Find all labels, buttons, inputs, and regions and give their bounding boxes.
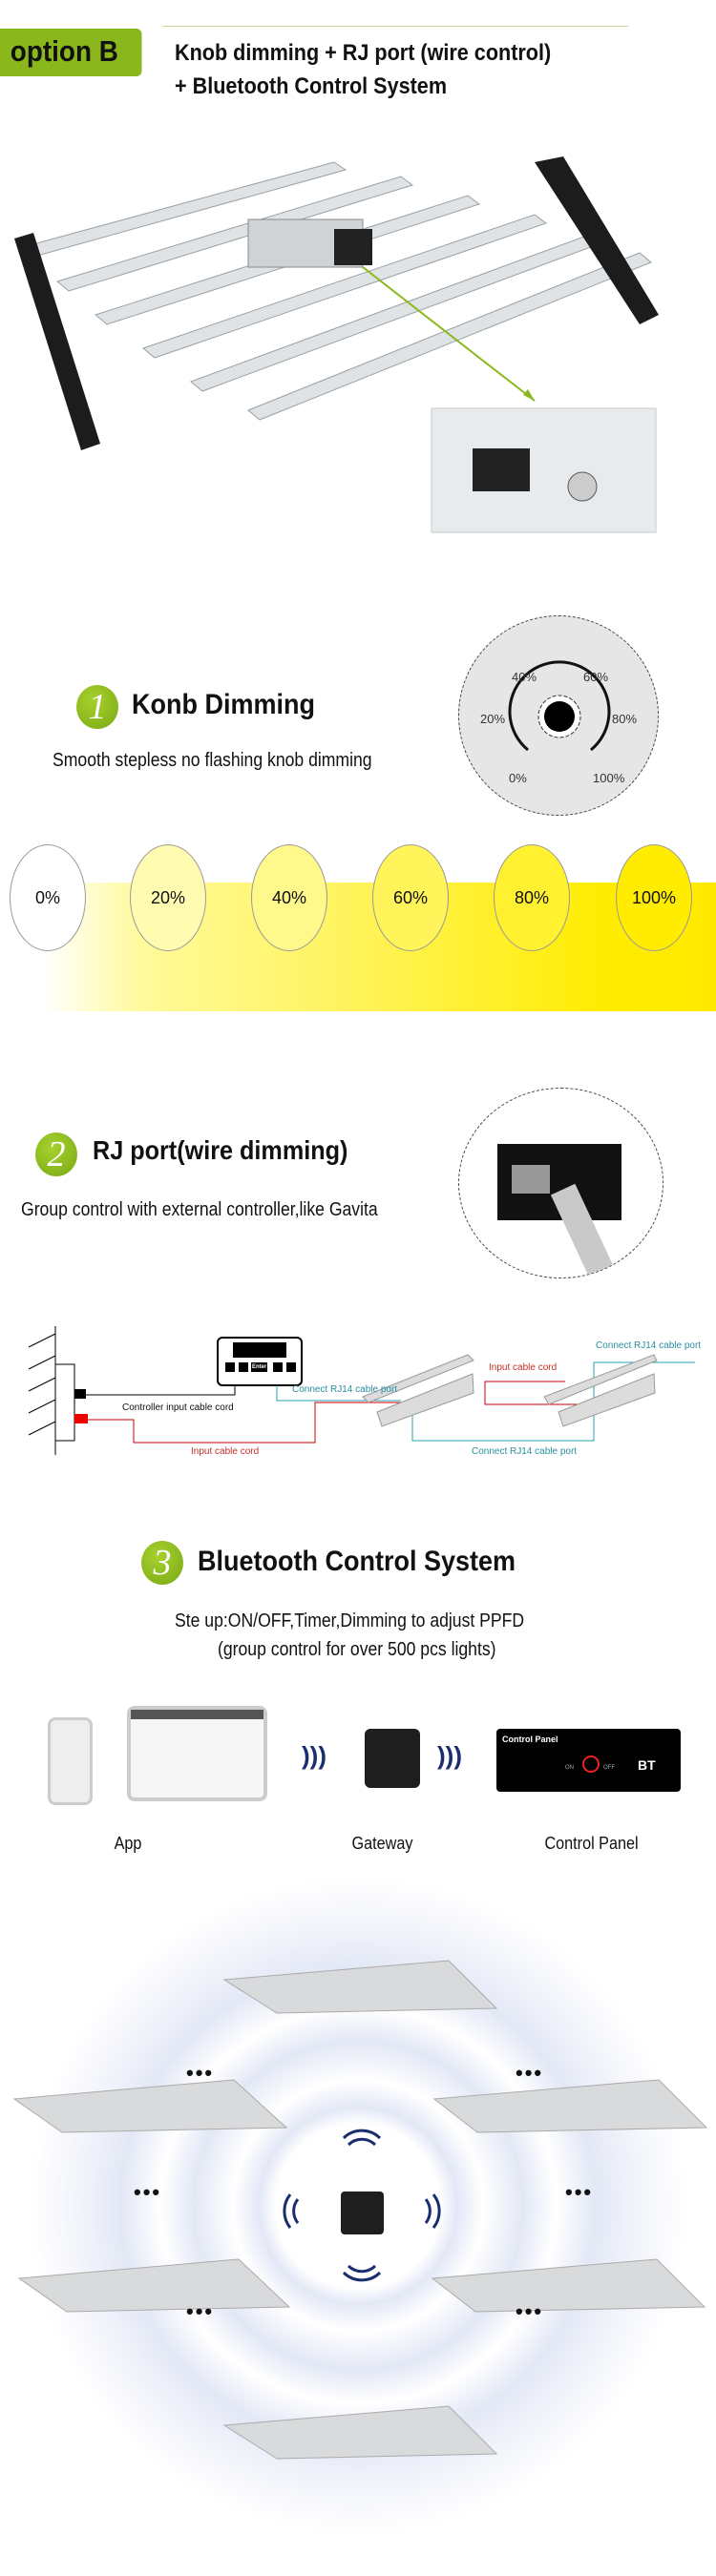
step-1-badge: 1 xyxy=(76,685,118,729)
section-1-title: Konb Dimming xyxy=(132,689,315,720)
brightness-gradient-band xyxy=(0,883,716,1011)
dial-label-80: 80% xyxy=(612,712,638,726)
level-circle-20: 20% xyxy=(130,844,206,951)
signal-icon-right: ))) xyxy=(437,1741,462,1770)
section-2-title: RJ port(wire dimming) xyxy=(93,1135,348,1165)
header-line-1: Knob dimming + RJ port (wire control) xyxy=(175,40,552,66)
header-divider xyxy=(162,26,628,27)
more-lights-dots: ••• xyxy=(516,2299,544,2323)
panel-bt-label: BT xyxy=(638,1757,656,1773)
more-lights-dots: ••• xyxy=(565,2180,594,2204)
step-2-badge: 2 xyxy=(35,1132,77,1176)
step-3-badge: 3 xyxy=(141,1541,183,1585)
panel-off-label: OFF xyxy=(603,1765,615,1771)
signal-icon-left: ))) xyxy=(302,1741,326,1770)
controller-light-key xyxy=(225,1362,235,1372)
phone-app-image xyxy=(48,1717,93,1805)
label-rj-port-2: Connect RJ14 cable port xyxy=(472,1446,578,1457)
level-circle-0: 0% xyxy=(10,844,86,951)
section-3-line-1: Ste up:ON/OFF,Timer,Dimming to adjust PP… xyxy=(175,1610,525,1631)
section-3-line-2: (group control for over 500 pcs lights) xyxy=(218,1639,496,1660)
device-label-control-panel: Control Panel xyxy=(544,1834,639,1853)
gateway-device-image xyxy=(365,1729,420,1788)
more-lights-dots: ••• xyxy=(186,2299,215,2323)
panel-power-icon xyxy=(582,1755,600,1773)
knob-dial-illustration: 0% 20% 40% 60% 80% 100% xyxy=(458,615,659,816)
dial-label-60: 60% xyxy=(583,670,609,684)
dial-label-40: 40% xyxy=(512,670,537,684)
section-3-title: Bluetooth Control System xyxy=(198,1546,516,1577)
option-badge: option B xyxy=(0,29,142,76)
grow-light-product-image xyxy=(14,156,659,533)
label-controller-cord: Controller input cable cord xyxy=(122,1402,234,1413)
controller-down-key xyxy=(239,1362,248,1372)
dial-label-100: 100% xyxy=(593,771,625,785)
level-circle-40: 40% xyxy=(251,844,327,951)
level-circle-60: 60% xyxy=(372,844,449,951)
bluetooth-network-illustration xyxy=(12,1877,708,2535)
more-lights-dots: ••• xyxy=(186,2061,215,2085)
device-label-app: App xyxy=(114,1834,142,1853)
label-input-cord-1: Input cable cord xyxy=(191,1446,260,1457)
controller-up-key xyxy=(273,1362,283,1372)
rj-port-photo xyxy=(458,1088,663,1278)
more-lights-dots: ••• xyxy=(516,2061,544,2085)
section-1-subtitle: Smooth stepless no flashing knob dimming xyxy=(53,750,372,771)
level-circle-100: 100% xyxy=(616,844,692,951)
dial-label-20: 20% xyxy=(480,712,506,726)
label-input-cord-2: Input cable cord xyxy=(489,1362,558,1373)
wiring-diagram xyxy=(28,1326,695,1455)
dial-label-0: 0% xyxy=(509,771,527,785)
panel-on-label: ON xyxy=(565,1765,574,1771)
control-panel-image: Control Panel ON OFF BT xyxy=(496,1729,681,1792)
label-rj-port-3: Connect RJ14 cable port xyxy=(596,1340,702,1351)
section-2-subtitle: Group control with external controller,l… xyxy=(21,1199,378,1220)
controller-right-key xyxy=(286,1362,296,1372)
header-line-2: + Bluetooth Control System xyxy=(175,73,448,99)
label-rj-port-1: Connect RJ14 cable port xyxy=(292,1384,398,1395)
level-circle-80: 80% xyxy=(494,844,570,951)
panel-title: Control Panel xyxy=(502,1735,558,1744)
controller-enter-button: Enter xyxy=(251,1362,268,1372)
tablet-app-image xyxy=(127,1706,267,1801)
more-lights-dots: ••• xyxy=(134,2180,162,2204)
central-gateway xyxy=(341,2192,384,2234)
device-label-gateway: Gateway xyxy=(351,1834,413,1853)
